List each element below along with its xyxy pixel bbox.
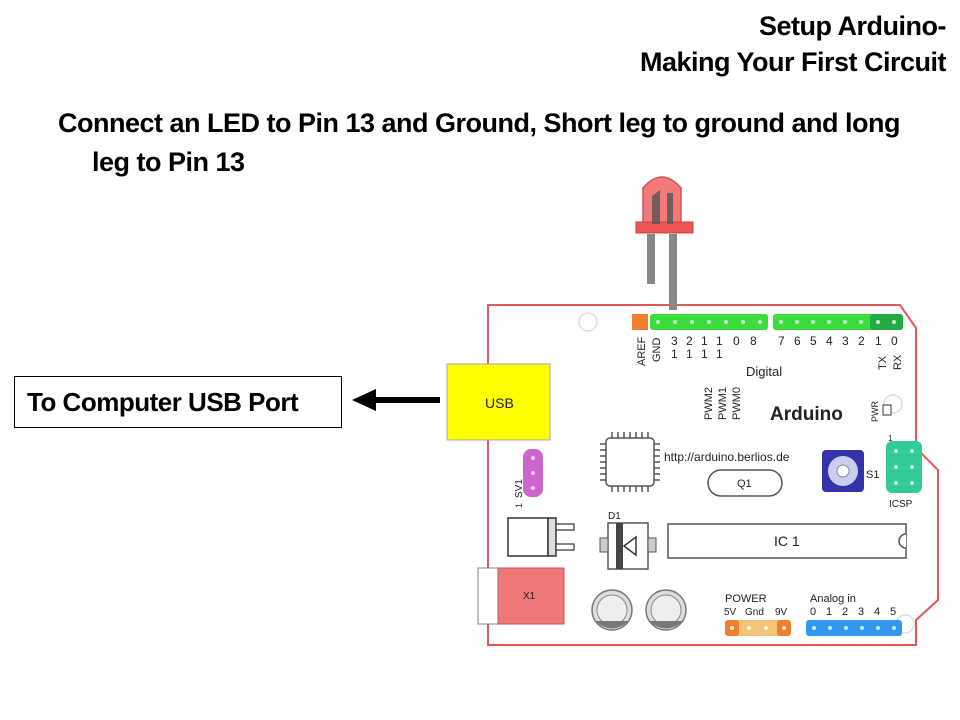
pin-0: 0 xyxy=(891,334,898,348)
capacitor xyxy=(591,589,633,631)
icsp-pin-label: 1 xyxy=(888,434,893,443)
pin-5: 5 xyxy=(810,334,817,348)
power-pin-5v: 5V xyxy=(724,607,737,618)
ic1-label: IC 1 xyxy=(774,533,800,549)
arduino-brand: Arduino xyxy=(770,404,843,425)
aref-pin xyxy=(632,314,648,330)
d1-label: D1 xyxy=(608,511,621,522)
arrow-to-usb xyxy=(352,389,440,411)
analog-header xyxy=(806,620,902,636)
pin-tens-10: 1 xyxy=(716,334,723,348)
pin-2: 2 xyxy=(858,334,865,348)
sv1-label: SV1 xyxy=(514,479,525,498)
x1-label: X1 xyxy=(523,591,536,602)
analog-pin-2: 2 xyxy=(842,606,848,618)
rx-label: RX xyxy=(892,354,904,370)
crystal-q1 xyxy=(707,469,783,497)
power-header xyxy=(725,620,791,636)
analog-pin-4: 4 xyxy=(874,606,880,618)
pin-7: 7 xyxy=(778,334,785,348)
title-line-2: Making Your First Circuit xyxy=(639,47,947,77)
analog-label: Analog in xyxy=(810,593,856,605)
power-jack-x1 xyxy=(477,567,565,625)
gnd-label: GND xyxy=(651,338,663,363)
title-line-1: Setup Arduino- xyxy=(759,11,946,41)
icsp-label: ICSP xyxy=(889,499,913,510)
analog-pin-0: 0 xyxy=(810,606,816,618)
aref-label: AREF xyxy=(636,336,648,366)
voltage-regulator xyxy=(507,517,575,557)
power-label: POWER xyxy=(725,593,767,605)
pin-ones-11: 1 xyxy=(701,347,708,361)
sv1-jumper xyxy=(523,449,543,497)
pin-3: 3 xyxy=(842,334,849,348)
pin-tens-12: 2 xyxy=(686,334,693,348)
analog-pin-5: 5 xyxy=(890,606,896,618)
power-pin-gnd: Gnd xyxy=(745,607,764,618)
pin-4: 4 xyxy=(826,334,833,348)
pin-9-tens: 0 xyxy=(733,334,740,348)
pin-ones-13: 1 xyxy=(671,347,678,361)
pin-ones-10: 1 xyxy=(716,347,723,361)
tx-label: TX xyxy=(877,355,889,370)
usb-text: USB xyxy=(485,395,514,411)
analog-pin-1: 1 xyxy=(826,606,832,618)
led xyxy=(635,176,694,310)
pin-1: 1 xyxy=(875,334,882,348)
capacitor xyxy=(645,589,687,631)
instruction-line-1: Connect an LED to Pin 13 and Ground, Sho… xyxy=(58,108,900,138)
analog-pin-3: 3 xyxy=(858,606,864,618)
pin-tens-13: 3 xyxy=(671,334,678,348)
s1-label: S1 xyxy=(866,469,879,481)
url-label: http://arduino.berlios.de xyxy=(664,450,790,464)
instruction-text: Connect an LED to Pin 13 and Ground, Sho… xyxy=(58,104,948,182)
pwm0-label: PWM0 xyxy=(731,387,743,420)
page-title: Setup Arduino- Making Your First Circuit xyxy=(639,8,947,80)
pwm1-label: PWM1 xyxy=(717,387,729,420)
instruction-line-2: leg to Pin 13 xyxy=(92,147,245,177)
power-pin-9v: 9V xyxy=(775,607,788,618)
pin-6: 6 xyxy=(794,334,801,348)
pin-ones-12: 1 xyxy=(686,347,693,361)
diode-d1 xyxy=(599,522,657,570)
pwm2-label: PWM2 xyxy=(703,387,715,420)
pin-tens-11: 1 xyxy=(701,334,708,348)
sv1-pin-label: 1 xyxy=(514,503,524,508)
microcontroller-chip xyxy=(600,432,660,492)
digital-label: Digital xyxy=(746,364,782,379)
mount-hole xyxy=(578,312,598,332)
pin-8: 8 xyxy=(750,334,757,348)
icsp-header xyxy=(886,441,922,493)
usb-port-label: To Computer USB Port xyxy=(14,376,342,428)
pwr-label: PWR xyxy=(870,401,880,422)
reset-button xyxy=(822,450,864,492)
ic1-chip xyxy=(667,523,907,559)
usb-connector xyxy=(446,363,551,441)
q1-label: Q1 xyxy=(737,478,752,490)
pwr-led xyxy=(882,404,892,416)
